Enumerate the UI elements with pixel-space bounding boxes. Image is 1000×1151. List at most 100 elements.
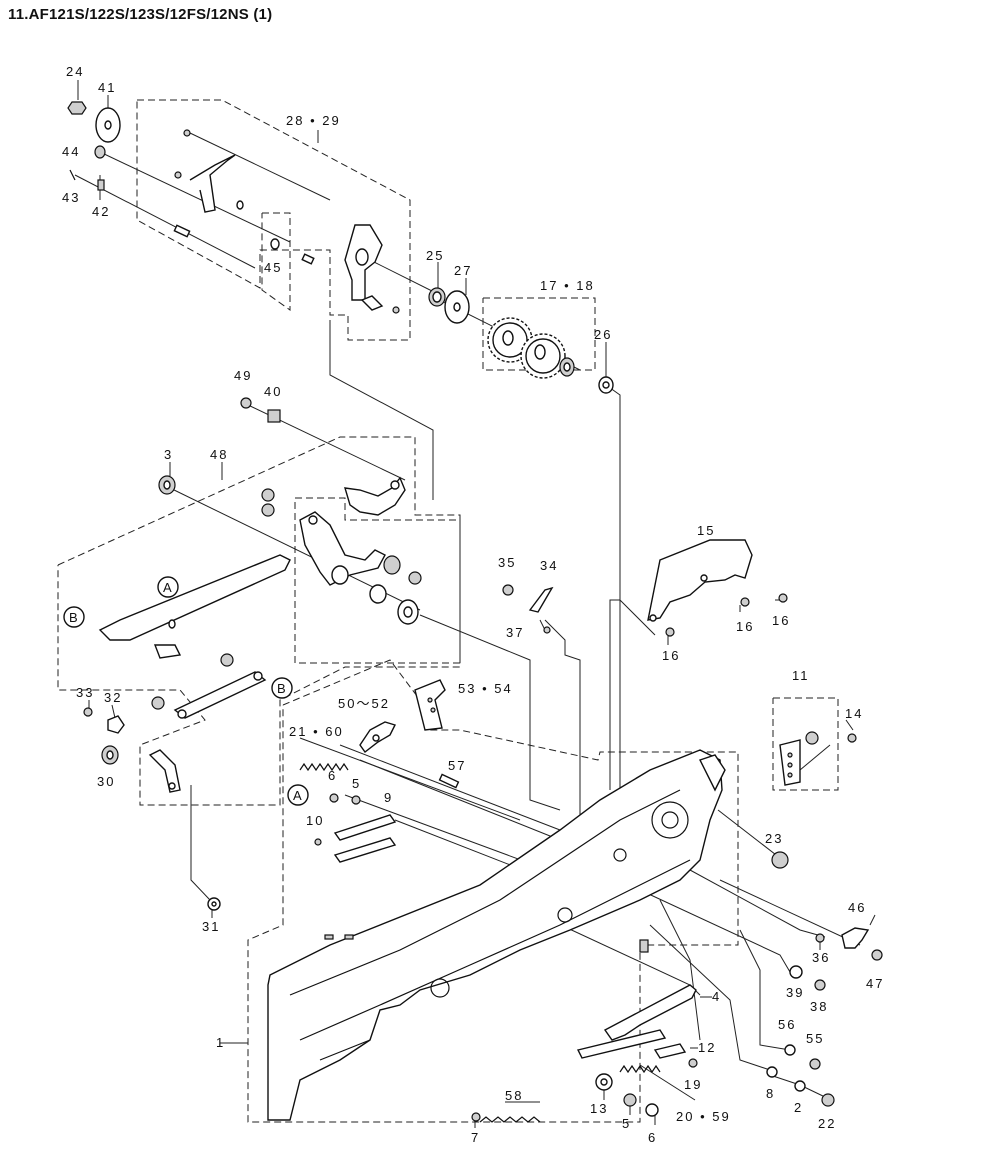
label-13: 13 xyxy=(590,1101,608,1116)
label-5-a: 5 xyxy=(352,776,361,791)
screw-37 xyxy=(543,626,551,634)
label-43: 43 xyxy=(62,190,80,205)
screw-49 xyxy=(240,397,252,409)
parts xyxy=(63,101,883,1123)
screw-33 xyxy=(83,707,93,717)
label-10: 10 xyxy=(306,813,324,828)
label-58: 58 xyxy=(505,1088,523,1103)
label-47: 47 xyxy=(866,976,884,991)
label-A-1: A xyxy=(163,580,174,595)
spring-58 xyxy=(479,1116,541,1123)
screw-38 xyxy=(814,979,826,991)
label-17-18: 17 • 18 xyxy=(540,278,595,293)
screw-10 xyxy=(314,838,322,846)
part-labels: 24 41 44 43 42 28 • 29 45 25 27 17 • 18 … xyxy=(62,64,884,1145)
screw-14 xyxy=(847,733,857,743)
label-20-59: 20 • 59 xyxy=(676,1109,731,1124)
page-title: 11.AF121S/122S/123S/12FS/12NS (1) xyxy=(8,6,273,23)
label-41: 41 xyxy=(98,80,116,95)
label-42: 42 xyxy=(92,204,110,219)
pin-7 xyxy=(471,1112,481,1122)
lever-4 xyxy=(603,984,697,1041)
screw-44 xyxy=(94,145,106,159)
washer-39 xyxy=(789,965,803,979)
label-16-c: 16 xyxy=(662,648,680,663)
label-B-2: B xyxy=(277,681,288,696)
label-34: 34 xyxy=(540,558,558,573)
label-50-52: 50～52 xyxy=(338,696,390,711)
label-48: 48 xyxy=(210,447,228,462)
screw-47 xyxy=(871,949,883,961)
label-25: 25 xyxy=(426,248,444,263)
label-46: 46 xyxy=(848,900,866,915)
link xyxy=(173,671,267,719)
long-lever xyxy=(98,554,291,641)
plate-53-54 xyxy=(414,679,446,731)
label-A-2: A xyxy=(293,788,304,803)
screw-35 xyxy=(502,584,514,596)
label-32: 32 xyxy=(104,690,122,705)
label-33: 33 xyxy=(76,685,94,700)
label-53-54: 53 • 54 xyxy=(458,681,513,696)
spring-21-60 xyxy=(299,762,349,772)
screw-55 xyxy=(809,1058,821,1070)
washer-2 xyxy=(794,1080,806,1092)
pin-23 xyxy=(771,851,789,869)
label-24: 24 xyxy=(66,64,84,79)
label-8: 8 xyxy=(766,1086,775,1101)
label-1: 1 xyxy=(216,1035,225,1050)
part-40 xyxy=(267,409,281,423)
cover-15 xyxy=(647,539,753,621)
label-12: 12 xyxy=(698,1040,716,1055)
marker-A-1 xyxy=(157,576,179,598)
label-21-60: 21 • 60 xyxy=(289,724,344,739)
label-27: 27 xyxy=(454,263,472,278)
base-frame-1 xyxy=(267,749,723,1121)
screw-19 xyxy=(688,1058,698,1068)
label-36: 36 xyxy=(812,950,830,965)
nut-24 xyxy=(67,101,87,115)
label-4: 4 xyxy=(712,989,721,1004)
part-32 xyxy=(107,715,125,734)
label-15: 15 xyxy=(697,523,715,538)
label-37: 37 xyxy=(506,625,524,640)
label-31: 31 xyxy=(202,919,220,934)
label-38: 38 xyxy=(810,999,828,1014)
screw-5 xyxy=(351,795,361,805)
label-57: 57 xyxy=(448,758,466,773)
screw-6-b xyxy=(645,1103,659,1117)
marker-A-2 xyxy=(287,784,309,806)
part-34 xyxy=(528,586,554,613)
label-6-b: 6 xyxy=(648,1130,657,1145)
label-39: 39 xyxy=(786,985,804,1000)
label-22: 22 xyxy=(818,1116,836,1131)
washer-45 xyxy=(270,238,280,250)
label-26: 26 xyxy=(594,327,612,342)
label-45: 45 xyxy=(264,260,282,275)
label-3: 3 xyxy=(164,447,173,462)
label-9: 9 xyxy=(384,790,393,805)
label-23: 23 xyxy=(765,831,783,846)
label-40: 40 xyxy=(264,384,282,399)
label-35: 35 xyxy=(498,555,516,570)
label-16-b: 16 xyxy=(772,613,790,628)
label-11: 11 xyxy=(792,668,810,683)
plate-9 xyxy=(333,814,397,841)
nut-22 xyxy=(821,1093,835,1107)
pin-57 xyxy=(438,773,460,789)
lever-28-29 xyxy=(189,154,236,213)
screw-36 xyxy=(815,933,825,943)
label-44: 44 xyxy=(62,144,80,159)
spring-20-59 xyxy=(619,1064,661,1074)
label-7: 7 xyxy=(471,1130,480,1145)
washer-56 xyxy=(784,1044,796,1056)
screw-6 xyxy=(329,793,339,803)
label-6-a: 6 xyxy=(328,768,337,783)
lever-46 xyxy=(841,927,870,949)
part-42 xyxy=(97,179,105,191)
marker-B-2 xyxy=(271,677,293,699)
label-30: 30 xyxy=(97,774,115,789)
label-49: 49 xyxy=(234,368,252,383)
label-16-a: 16 xyxy=(736,619,754,634)
